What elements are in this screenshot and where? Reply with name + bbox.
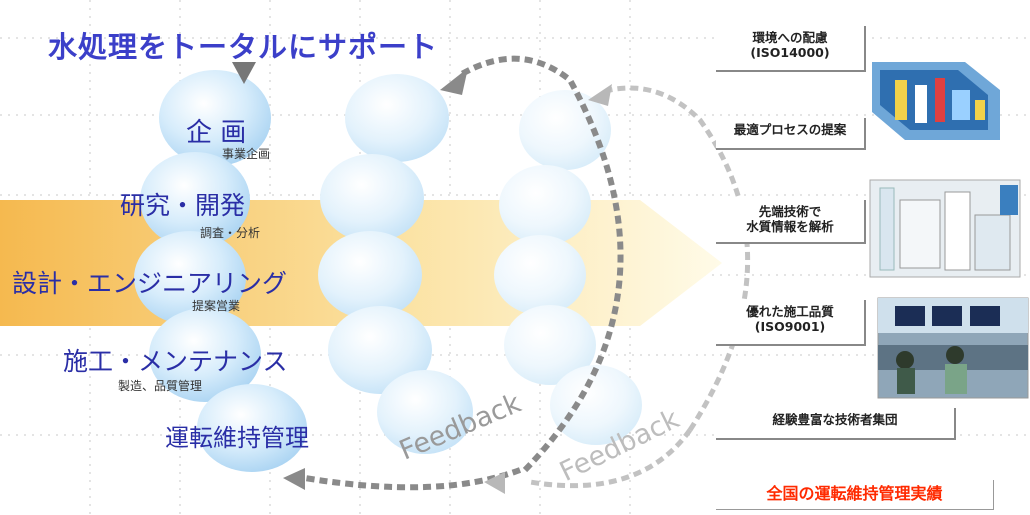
stage-construction-sub: 製造、品質管理 — [118, 379, 203, 393]
feedback-arrow-head-2b — [484, 472, 505, 494]
card-engineers-line1: 経験豊富な技術者集団 — [772, 412, 898, 427]
stage-operation: 運転維持管理 — [165, 424, 309, 452]
middle-bubbles — [318, 74, 473, 454]
card-process: 最適プロセスの提案 — [716, 118, 866, 150]
stage-planning-sub: 事業企画 — [222, 147, 271, 161]
stage-bubbles — [134, 70, 307, 472]
card-quality-line2: (ISO9001) — [754, 319, 826, 334]
card-analysis-line2: 水質情報を解析 — [746, 219, 834, 234]
page-title: 水処理をトータルにサポート — [48, 30, 439, 64]
stage-construction: 施工・メンテナンス — [63, 347, 288, 376]
control-room-image — [877, 297, 1029, 399]
feedback-arrow-head-1 — [440, 68, 468, 95]
card-environment-line2: (ISO14000) — [750, 45, 830, 60]
feedback-loop-2 — [529, 85, 751, 489]
card-environment-line1: 環境への配慮 — [752, 30, 828, 45]
card-quality: 優れた施工品質 (ISO9001) — [716, 300, 866, 346]
feedback-loop-1 — [304, 55, 624, 491]
plant-cutaway-image — [872, 62, 1000, 140]
card-process-line1: 最適プロセスの提案 — [733, 122, 847, 137]
result-label: 全国の運転維持管理実績 — [716, 480, 994, 510]
card-engineers: 経験豊富な技術者集団 — [716, 408, 956, 440]
stage-research: 研究・開発 — [120, 191, 246, 220]
top-arrow-head — [232, 62, 256, 84]
stage-design-sub: 提案営業 — [192, 299, 241, 313]
feedback-arrow-head-2 — [588, 84, 612, 106]
stage-design: 設計・エンジニアリング — [12, 269, 288, 298]
lab-equipment-image — [869, 179, 1021, 278]
stage-research-sub: 調査・分析 — [200, 226, 261, 240]
card-analysis: 先端技術で 水質情報を解析 — [716, 200, 866, 244]
card-quality-line1: 優れた施工品質 — [746, 304, 834, 319]
feedback-arrow-head-1b — [283, 468, 305, 490]
card-analysis-line1: 先端技術で — [758, 204, 822, 219]
stage-planning: 企 画 — [186, 118, 247, 148]
card-environment: 環境への配慮 (ISO14000) — [716, 26, 866, 72]
